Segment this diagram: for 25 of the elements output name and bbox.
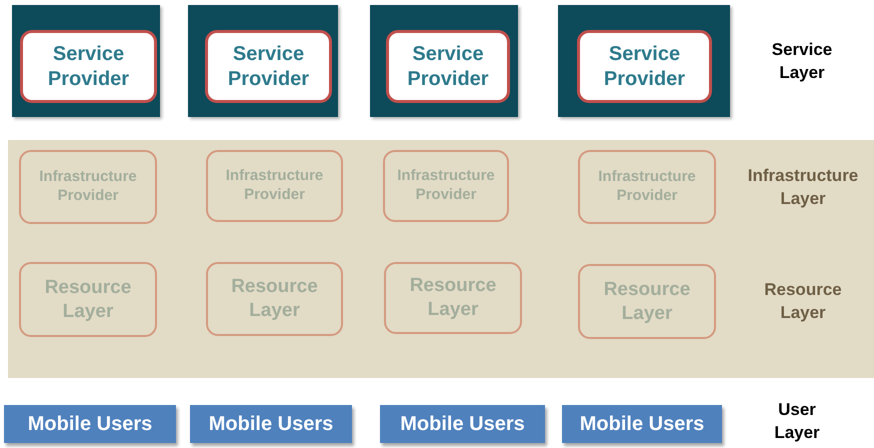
service-panel [558, 5, 730, 117]
infrastructure-provider-box: Infrastructure Provider [19, 150, 157, 224]
layer-label: User Layer [773, 399, 821, 444]
layer-label: Resource Layer [763, 279, 843, 324]
resource-layer-box: Resource Layer [206, 262, 343, 336]
service-provider-box: Service Provider [20, 30, 157, 103]
mobile-users-box: Mobile Users [190, 405, 352, 443]
service-provider-box: Service Provider [205, 30, 332, 103]
infrastructure-provider-box: Infrastructure Provider [578, 150, 716, 224]
service-panel [370, 5, 518, 117]
service-panel [12, 5, 160, 117]
layer-label: Service Layer [770, 39, 834, 84]
infrastructure-provider-box: Infrastructure Provider [383, 150, 509, 222]
resource-layer-box: Resource Layer [578, 264, 716, 339]
service-provider-box: Service Provider [577, 30, 712, 103]
resource-layer-box: Resource Layer [384, 262, 522, 334]
mobile-users-box: Mobile Users [562, 405, 722, 443]
mobile-users-box: Mobile Users [380, 405, 545, 443]
resource-layer-box: Resource Layer [19, 262, 157, 337]
layer-band [8, 140, 874, 378]
layer-label: Infrastructure Layer [746, 165, 860, 210]
service-panel [188, 5, 338, 117]
service-provider-box: Service Provider [386, 30, 510, 103]
mobile-users-box: Mobile Users [4, 405, 176, 443]
infrastructure-provider-box: Infrastructure Provider [206, 150, 343, 222]
